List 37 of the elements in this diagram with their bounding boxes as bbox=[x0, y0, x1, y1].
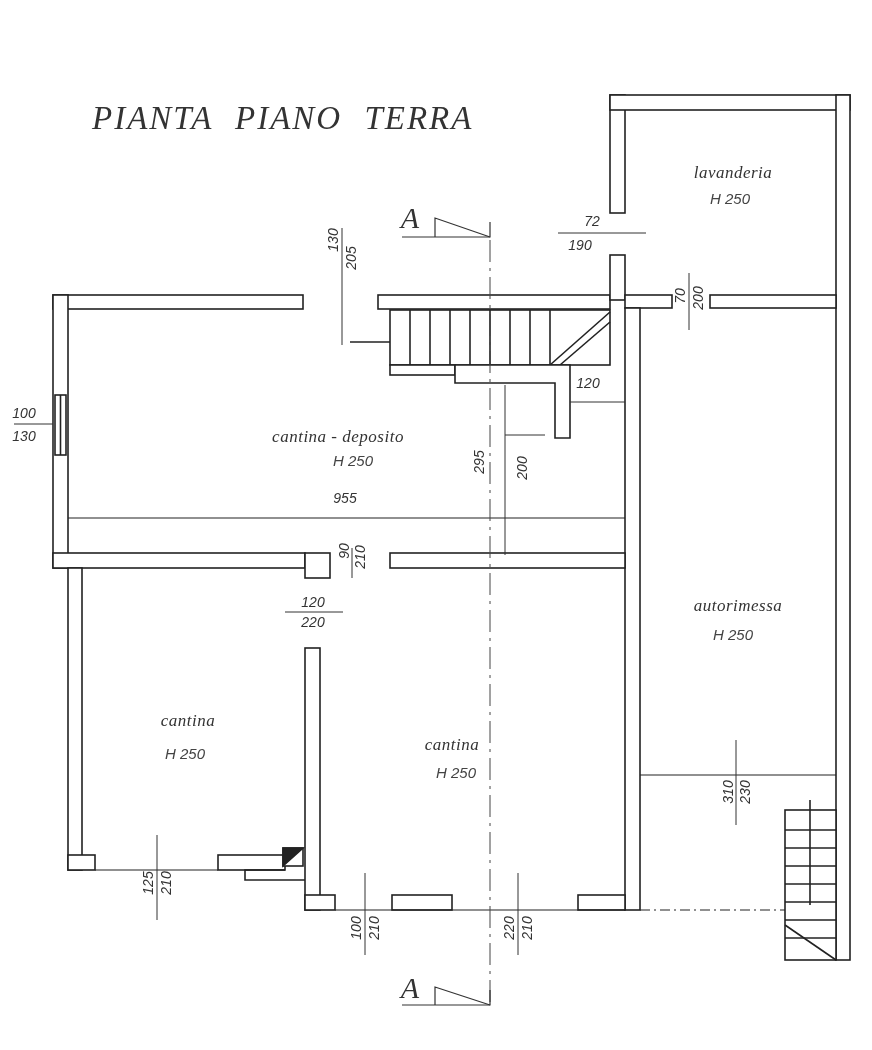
dimension-label: 295 bbox=[472, 450, 486, 474]
dimension-label: 90 bbox=[337, 543, 351, 559]
room-name: cantina bbox=[424, 735, 480, 755]
room-name: cantina bbox=[160, 711, 216, 731]
dimension-label: 310 bbox=[721, 780, 735, 804]
dimension-label: 220 bbox=[301, 615, 325, 629]
ceiling-height: H 250 bbox=[165, 744, 205, 762]
dimension-label: 955 bbox=[333, 491, 357, 505]
dimension-label: 210 bbox=[159, 871, 173, 895]
dimension-label: 100 bbox=[12, 406, 36, 420]
ceiling-height: H 250 bbox=[436, 763, 476, 781]
section-label: A bbox=[400, 203, 420, 233]
ceiling-height: H 250 bbox=[710, 189, 750, 207]
plan-title: PIANTA PIANO TERRA bbox=[92, 100, 474, 137]
dimension-label: 72 bbox=[584, 214, 600, 228]
dimension-label: 125 bbox=[141, 871, 155, 895]
dimension-label: 130 bbox=[12, 429, 36, 443]
ceiling-height: H 250 bbox=[713, 625, 753, 643]
dimension-label: 230 bbox=[738, 780, 752, 804]
room-name: cantina - deposito bbox=[272, 427, 404, 447]
dimension-label: 200 bbox=[691, 286, 705, 310]
section-label: A bbox=[400, 973, 420, 1003]
dimension-label: 100 bbox=[349, 916, 363, 940]
dimension-label: 200 bbox=[515, 456, 529, 480]
dimension-label: 205 bbox=[344, 246, 358, 270]
dimension-label: 210 bbox=[520, 916, 534, 940]
dimension-label: 70 bbox=[673, 288, 687, 304]
room-name: lavanderia bbox=[693, 163, 773, 183]
dimension-label: 120 bbox=[576, 376, 600, 390]
dimension-label: 130 bbox=[326, 228, 340, 252]
room-name: autorimessa bbox=[693, 596, 783, 616]
ceiling-height: H 250 bbox=[333, 451, 373, 469]
dimension-label: 120 bbox=[301, 595, 325, 609]
dimension-label: 220 bbox=[502, 916, 516, 940]
dimension-label: 210 bbox=[367, 916, 381, 940]
dimension-label: 210 bbox=[353, 545, 367, 569]
dimension-label: 190 bbox=[568, 238, 592, 252]
